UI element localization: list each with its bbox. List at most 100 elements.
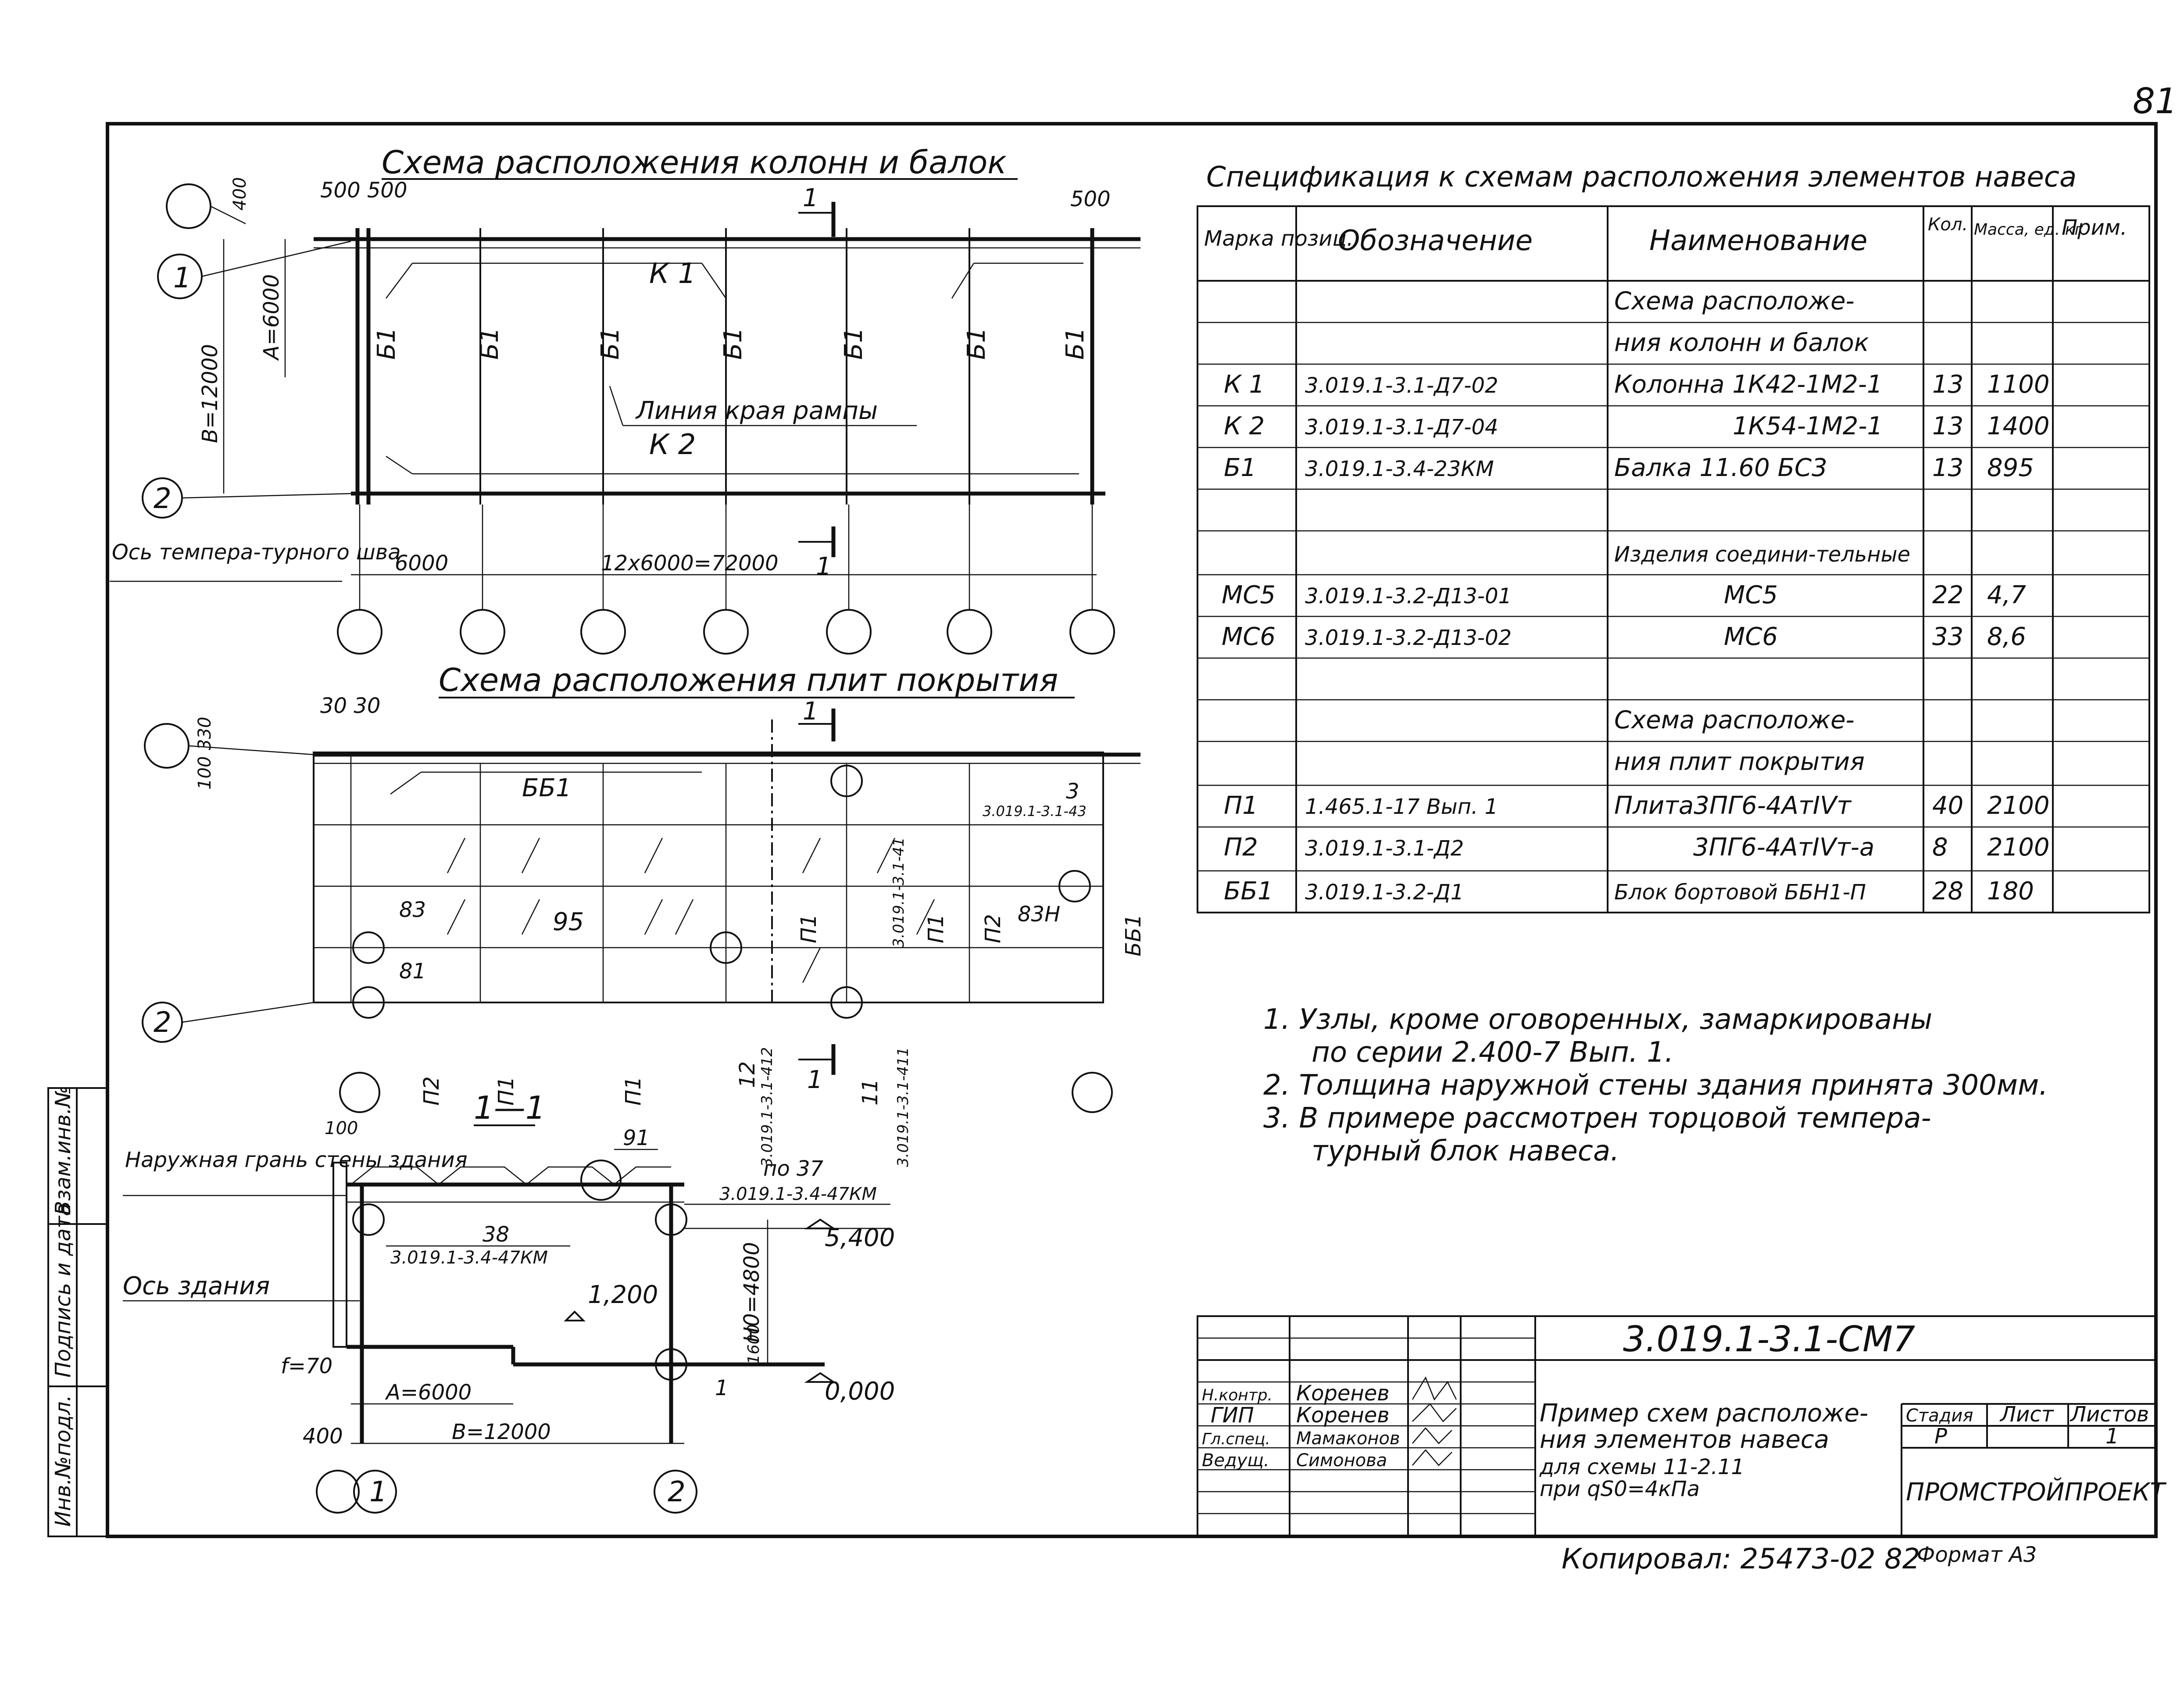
- stage-value: Р: [1934, 1424, 1947, 1449]
- spec-row-mass: 2100: [1987, 791, 2050, 820]
- ref-a-label: 3.019.1-3.1-41: [890, 837, 908, 948]
- spec-row-mark: Б1: [1224, 454, 1256, 482]
- n38-label: 38: [483, 1222, 509, 1247]
- spec-row-name: Схема расположе-: [1614, 287, 1855, 315]
- signature-mark: [1412, 1449, 1452, 1466]
- spec-row-code: 3.019.1-3.1-Д7-02: [1305, 373, 1498, 398]
- column-bottom-label: К 2: [649, 429, 696, 461]
- h0-label: Н0=4800: [740, 1242, 764, 1342]
- spec-header-note: Прим.: [2062, 215, 2127, 240]
- notes: 1. Узлы, кроме оговоренных, замаркирован…: [1263, 1003, 2048, 1167]
- sheets-value: 1: [2105, 1424, 2119, 1449]
- node1-label: 1: [715, 1376, 729, 1400]
- stage-header: Стадия: [1906, 1406, 1973, 1426]
- n95-label: 95: [553, 908, 584, 936]
- role-label: Ведущ.: [1202, 1450, 1269, 1471]
- spec-row-mark: ББ1: [1224, 877, 1273, 906]
- description-line: при qS0=4кПа: [1540, 1477, 1700, 1501]
- spec-row-qty: 13: [1932, 370, 1963, 399]
- section-mark-top: 1: [803, 184, 819, 212]
- spec-row-name: МС5: [1724, 581, 1778, 609]
- title-block: 3.019.1-3.1-СМ7 Пример схем расположе- н…: [1197, 1315, 2166, 1537]
- sheet-header: Лист: [1999, 1402, 2055, 1427]
- role-name: Коренев: [1296, 1403, 1390, 1428]
- plate-p1-label: П1: [494, 1076, 518, 1106]
- axis-letter-1: 1: [173, 262, 191, 294]
- role-label: ГИП: [1211, 1403, 1254, 1428]
- side-stamp-inv: Инв.№подл.: [51, 1395, 75, 1527]
- spec-row-mark: П2: [1224, 833, 1258, 862]
- n400-label: 400: [303, 1424, 343, 1449]
- spec-row-code: 3.019.1-3.2-Д1: [1305, 880, 1464, 905]
- spec-header-code: Обозначение: [1338, 225, 1533, 257]
- description-line: для схемы 11-2.11: [1539, 1455, 1744, 1479]
- spec-row-mark: К 2: [1224, 412, 1265, 440]
- outer-face-label: Наружная грань стены здания: [125, 1148, 468, 1172]
- n100-label: 100: [325, 1118, 358, 1138]
- n12-label: 12: [735, 1061, 760, 1088]
- top-left-dim: 500 500: [320, 178, 407, 203]
- plate-p1-label: П1: [924, 914, 948, 943]
- spec-row-code: 3.019.1-3.1-Д7-04: [1305, 415, 1498, 440]
- ref-c-label: 3.019.1-3.1-411: [894, 1047, 912, 1167]
- n3-label: 3: [1066, 779, 1079, 804]
- sheet-frame: [106, 122, 2158, 1538]
- section-title: 1—1: [474, 1089, 546, 1126]
- spec-row-code: 3.019.1-3.1-Д2: [1305, 836, 1464, 861]
- plates-axis-letter-2: 2: [154, 1006, 172, 1039]
- spec-row-mass: 4,7: [1987, 581, 2026, 609]
- spec-row-name: Плита3ПГ6-4АтIVт: [1614, 791, 1852, 820]
- beam-label: Б1: [1061, 327, 1090, 360]
- role-name: Симонова: [1296, 1450, 1387, 1471]
- spec-row-qty: 22: [1932, 581, 1963, 609]
- spec-row-name: Схема расположе-: [1614, 706, 1855, 734]
- el-mid-label: 1,200: [588, 1281, 658, 1309]
- total-dim: 12х6000=72000: [601, 551, 779, 576]
- spec-row-code: 1.465.1-17 Вып. 1: [1305, 795, 1498, 819]
- signature-mark: [1412, 1403, 1457, 1422]
- signature-mark: [1412, 1376, 1457, 1401]
- n83h-label: 83Н: [1018, 902, 1060, 927]
- bb1-side-label: ББ1: [1121, 914, 1146, 956]
- note-line: 3. В примере рассмотрен торцовой темпера…: [1263, 1102, 1931, 1135]
- spec-row-mark: МС6: [1222, 623, 1276, 651]
- beam-label: Б1: [596, 327, 625, 360]
- spec-title: Спецификация к схемам расположения элеме…: [1206, 161, 2077, 193]
- spec-row-mass: 895: [1987, 454, 2034, 482]
- n37-label: по 37: [763, 1156, 824, 1181]
- spec-header-name: Наименование: [1649, 225, 1867, 257]
- spec-row-qty: 40: [1932, 791, 1963, 820]
- organization: ПРОМСТРОЙПРОЕКТ: [1906, 1478, 2166, 1507]
- span-a-dim: А=6000: [259, 274, 284, 361]
- spec-row-qty: 13: [1932, 412, 1963, 440]
- n11-label: 11: [858, 1079, 883, 1106]
- column-axis-circles: [337, 505, 1115, 655]
- el-zero-label: 0,000: [825, 1377, 895, 1406]
- plates-scheme-title: Схема расположения плит покрытия: [439, 662, 1058, 698]
- n83-label: 83: [399, 898, 426, 922]
- plate-p1-label: П1: [797, 914, 821, 943]
- span-b-dim: В=12000: [198, 344, 222, 443]
- f70-label: f=70: [281, 1354, 332, 1378]
- spec-table: Спецификация к схемам расположения элеме…: [1197, 161, 2150, 913]
- spec-row-mark: К 1: [1224, 370, 1265, 399]
- role-label: Гл.спец.: [1202, 1430, 1270, 1448]
- columns-scheme: Схема расположения колонн и балок: [110, 144, 1140, 655]
- top-right-dim: 500: [1070, 187, 1111, 211]
- beam-lines: [355, 228, 1094, 505]
- spec-row-mass: 180: [1987, 877, 2034, 906]
- section-axis-1: 1: [369, 1476, 387, 1508]
- ramp-edge-label: Линия края рампы: [635, 397, 878, 425]
- plate-p1-label: П1: [621, 1076, 646, 1106]
- spec-row-name: МС6: [1724, 623, 1778, 651]
- format-label: Формат А3: [1917, 1543, 2037, 1567]
- spec-row-qty: 28: [1932, 877, 1963, 906]
- step-dim: 6000: [395, 551, 448, 576]
- plates-section-mark: 1: [803, 697, 819, 726]
- temp-joint-label: Ось темпера-турного шва: [112, 540, 401, 565]
- signature-mark: [1412, 1427, 1452, 1444]
- beam-label: Б1: [372, 327, 401, 360]
- section-axis-2: 2: [668, 1476, 686, 1508]
- spec-row-name: Изделия соедини-тельные: [1614, 542, 1910, 567]
